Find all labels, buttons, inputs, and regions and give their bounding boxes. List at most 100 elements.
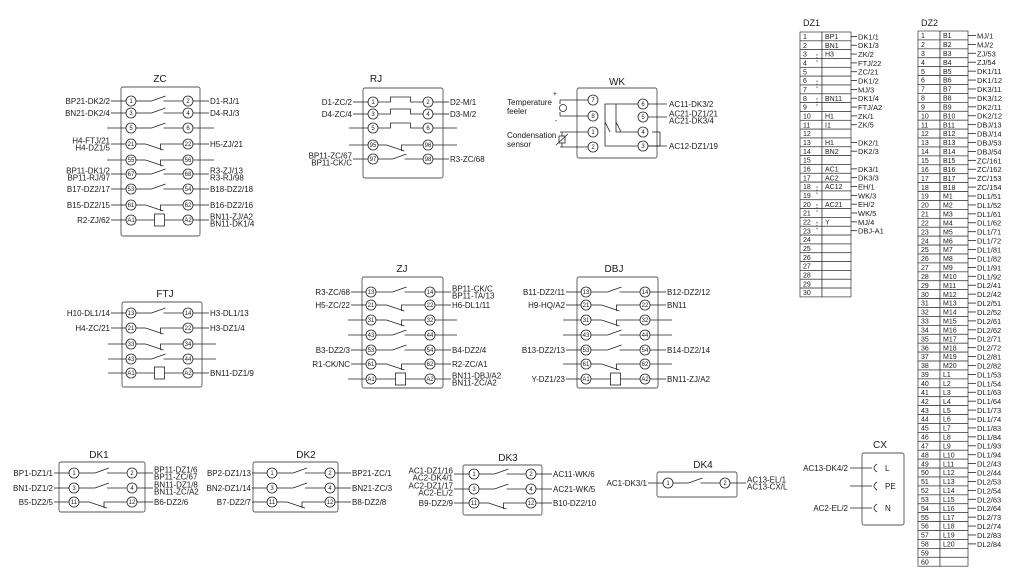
terminal-row[interactable]: 28 bbox=[799, 270, 852, 280]
terminal-row[interactable]: 30 bbox=[799, 287, 852, 298]
terminal-row[interactable]: 25 bbox=[799, 243, 852, 254]
terminal-row[interactable]: 24 bbox=[799, 234, 852, 245]
component-wk[interactable]: WK7812+-TemperaturefeelerCondensationsen… bbox=[507, 77, 718, 159]
terminal-row[interactable]: 27 bbox=[799, 261, 852, 271]
terminal-row[interactable]: 29 bbox=[799, 278, 852, 289]
terminal-row[interactable]: 26 bbox=[799, 252, 852, 262]
terminal-row[interactable]: 15 bbox=[799, 155, 852, 165]
terminal-row[interactable]: 12 bbox=[799, 128, 852, 139]
terminal-row[interactable]: 60 bbox=[917, 556, 969, 567]
terminal-row[interactable]: 59 bbox=[917, 548, 969, 558]
